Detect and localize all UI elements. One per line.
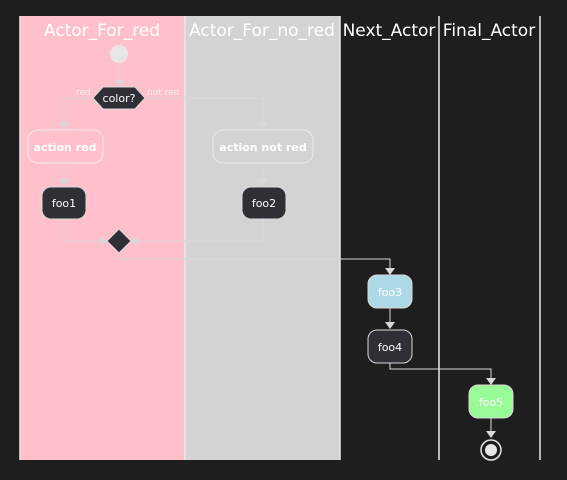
branch-label-not-red: not red [147, 88, 179, 98]
foo4-label: foo4 [378, 341, 402, 354]
foo3-label: foo3 [378, 286, 402, 299]
arrowhead [59, 179, 69, 186]
action-red-label: action red [34, 141, 97, 154]
flow-foo1-to-merge [63, 219, 103, 242]
flow-foo4-to-foo5 [389, 363, 492, 380]
lane-title-final-actor: Final_Actor [443, 21, 535, 41]
action-not-red-label: action not red [219, 141, 306, 154]
flow-foo2-to-merge [135, 219, 264, 242]
arrowhead [385, 322, 395, 329]
lane-title-next-actor: Next_Actor [343, 21, 436, 41]
arrowhead [100, 236, 107, 246]
arrowhead [385, 268, 395, 275]
start-node [110, 45, 128, 63]
end-node-inner [485, 444, 497, 456]
flow-decision-to-action-red [63, 97, 93, 125]
arrowhead [114, 80, 124, 86]
arrowhead [486, 378, 496, 385]
lane-title-actor-for-no-red: Actor_For_no_red [189, 21, 335, 41]
lane-title-actor-for-red: Actor_For_red [44, 21, 160, 41]
arrowhead [258, 122, 268, 129]
arrowhead [258, 179, 268, 186]
arrowhead [59, 122, 69, 129]
foo1-label: foo1 [52, 197, 76, 210]
arrowhead [131, 236, 138, 246]
flow-decision-to-action-not-red [145, 97, 264, 125]
foo2-label: foo2 [252, 197, 276, 210]
arrowhead [486, 431, 496, 438]
foo2-node [241, 186, 287, 220]
action-red-node [27, 129, 104, 164]
decision-label: color? [103, 92, 136, 105]
branch-label-red: red [76, 88, 91, 98]
foo5-label: foo5 [479, 396, 503, 409]
flow-merge-to-foo3 [118, 253, 391, 270]
